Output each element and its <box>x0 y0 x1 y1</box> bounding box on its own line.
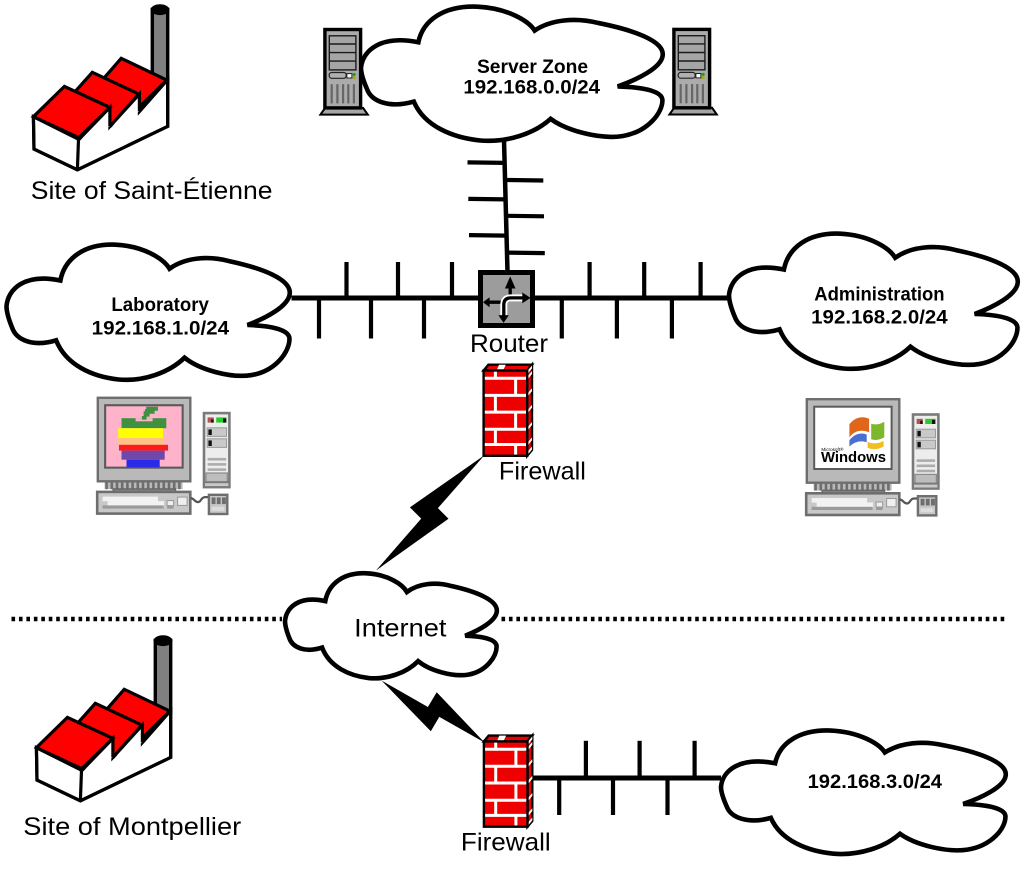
svg-text:Laboratory: Laboratory <box>111 295 209 316</box>
svg-text:192.168.0.0/24: 192.168.0.0/24 <box>463 78 600 99</box>
svg-text:Router: Router <box>470 330 548 358</box>
svg-text:Firewall: Firewall <box>461 828 551 856</box>
svg-text:Firewall: Firewall <box>499 458 586 486</box>
svg-text:Server Zone: Server Zone <box>477 57 588 78</box>
svg-text:Site of Montpellier: Site of Montpellier <box>23 813 241 841</box>
svg-text:Internet: Internet <box>354 615 446 643</box>
svg-text:Microsoft®: Microsoft® <box>821 446 844 452</box>
svg-text:192.168.2.0/24: 192.168.2.0/24 <box>811 307 948 328</box>
svg-text:192.168.1.0/24: 192.168.1.0/24 <box>92 318 230 339</box>
svg-text:Administration: Administration <box>814 284 944 305</box>
svg-text:192.168.3.0/24: 192.168.3.0/24 <box>808 772 943 793</box>
svg-text:Site of Saint-Étienne: Site of Saint-Étienne <box>31 176 273 205</box>
svg-text:Windows: Windows <box>821 450 886 466</box>
